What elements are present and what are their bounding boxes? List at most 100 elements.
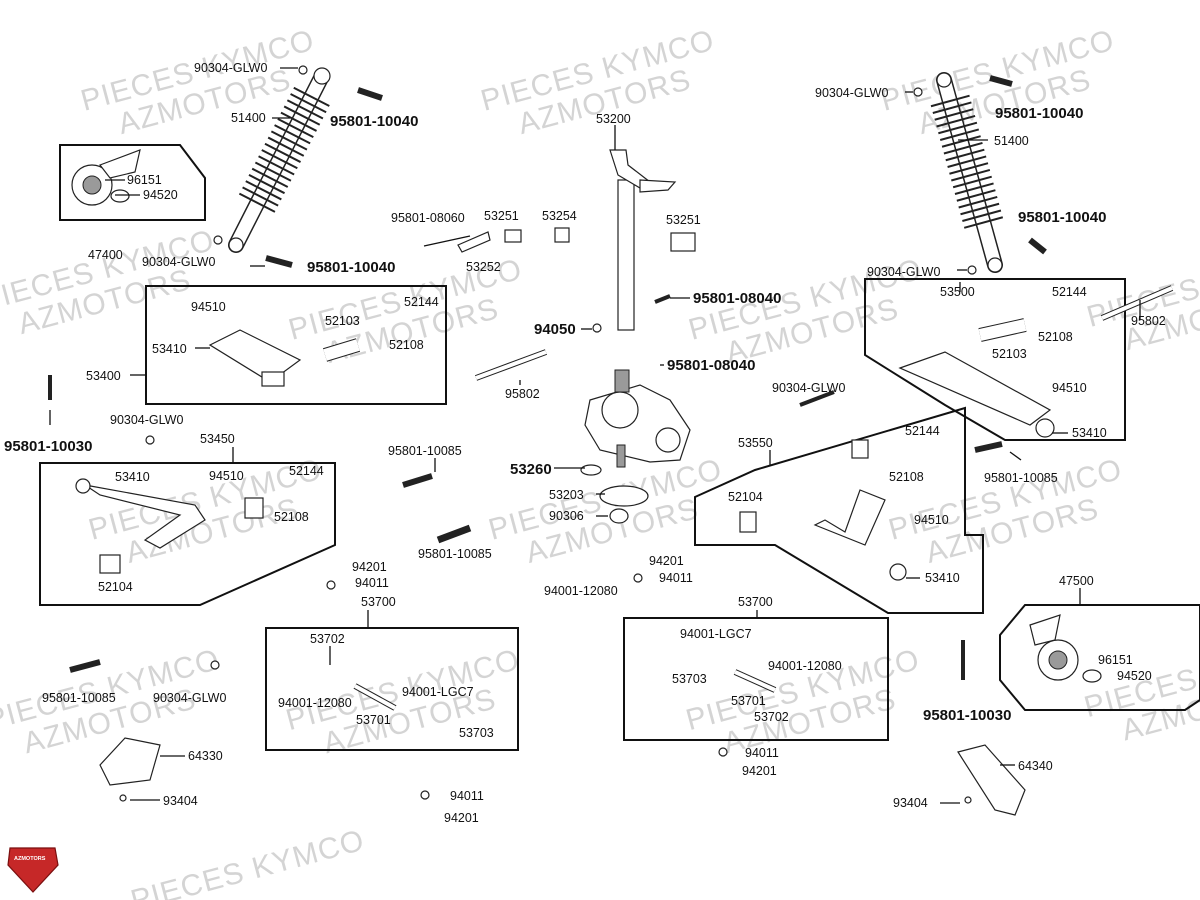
callout-label: 95801-10040 <box>995 105 1083 122</box>
callout-label: 53701 <box>356 713 391 727</box>
callout-label: 52103 <box>325 314 360 328</box>
callout-label: 94510 <box>914 513 949 527</box>
lower-arm-53550 <box>739 439 907 581</box>
tierod-53700-left-group-box <box>265 627 519 751</box>
callout-label: 51400 <box>231 111 266 125</box>
callout-label: 94001-12080 <box>278 696 352 710</box>
logo-text: AZMOTORS <box>14 856 46 862</box>
callout-label: 53410 <box>115 470 150 484</box>
callout-label: 95801-10030 <box>923 707 1011 724</box>
callout-label: 52108 <box>889 470 924 484</box>
tierod-53700-right-group-box <box>623 617 889 741</box>
leader-lines <box>49 67 1141 804</box>
watermark-text: PIECES KYMCO <box>127 824 368 900</box>
callout-label: 53702 <box>310 632 345 646</box>
guard-64330 <box>99 737 161 786</box>
callout-label: 52108 <box>389 338 424 352</box>
seal-53203 <box>599 485 649 507</box>
azmotors-logo: AZMOTORS <box>7 847 59 893</box>
callout-label: 94510 <box>191 300 226 314</box>
guard-64340 <box>957 744 1026 816</box>
callout-label: 52144 <box>404 295 439 309</box>
callout-label: 95801-08060 <box>391 211 465 225</box>
callout-label: 53701 <box>731 694 766 708</box>
callout-label: 53410 <box>925 571 960 585</box>
callout-label: 52104 <box>728 490 763 504</box>
callout-label: 95801-10085 <box>42 691 116 705</box>
lower-arm-53450 <box>75 478 264 574</box>
callout-label: 53410 <box>152 342 187 356</box>
callout-label: 96151 <box>1098 653 1133 667</box>
callout-label: 95801-10030 <box>4 438 92 455</box>
callout-label: 93404 <box>893 796 928 810</box>
arm-53500-group-box <box>864 278 1126 441</box>
callout-label: 90304-GLW0 <box>772 381 845 395</box>
callout-label: 53700 <box>361 595 396 609</box>
callout-label: 53260 <box>510 461 552 478</box>
callout-label: 94001-12080 <box>544 584 618 598</box>
nut-90306 <box>609 508 629 524</box>
callout-label: 64330 <box>188 749 223 763</box>
callout-label: 90304-GLW0 <box>867 265 940 279</box>
callout-label: 94201 <box>352 560 387 574</box>
callout-label: 52144 <box>905 424 940 438</box>
callout-label: 53251 <box>666 213 701 227</box>
callout-label: 53251 <box>484 209 519 223</box>
callout-label: 53703 <box>459 726 494 740</box>
upper-arm-53500 <box>898 318 1055 438</box>
steering-column <box>609 149 677 331</box>
callout-label: 52108 <box>274 510 309 524</box>
arm-53450-group-box <box>39 462 336 606</box>
callout-label: 94001-LGC7 <box>402 685 474 699</box>
callout-label: 90306 <box>549 509 584 523</box>
callout-label: 95801-10040 <box>307 259 395 276</box>
callout-label: 95801-10085 <box>984 471 1058 485</box>
callout-label: 64340 <box>1018 759 1053 773</box>
callout-label: 94011 <box>659 571 693 585</box>
upper-arm-53400 <box>208 329 361 387</box>
callout-label: 94011 <box>745 746 779 760</box>
knuckle-47400 <box>71 149 141 206</box>
callout-label: 94011 <box>450 789 484 803</box>
callout-label: 53400 <box>86 369 121 383</box>
callout-label: 90304-GLW0 <box>153 691 226 705</box>
shock-absorber-left <box>228 67 331 253</box>
callout-label: 94201 <box>444 811 479 825</box>
callout-label: 94510 <box>209 469 244 483</box>
callout-label: 95801-10085 <box>388 444 462 458</box>
callout-label: 53450 <box>200 432 235 446</box>
callout-label: 52144 <box>289 464 324 478</box>
callout-label: 94201 <box>742 764 777 778</box>
callout-label: 53700 <box>738 595 773 609</box>
callout-label: 95801-10040 <box>330 113 418 130</box>
hardware-parts <box>48 65 1047 804</box>
callout-label: 90304-GLW0 <box>815 86 888 100</box>
callout-label: 53702 <box>754 710 789 724</box>
knuckle-47500-group-box <box>999 604 1200 711</box>
callout-label: 94510 <box>1052 381 1087 395</box>
callout-label: 47400 <box>88 248 123 262</box>
callout-label: 95801-10040 <box>1018 209 1106 226</box>
callout-label: 53410 <box>1072 426 1107 440</box>
callout-label: 95801-08040 <box>667 357 755 374</box>
callout-label: 94520 <box>1117 669 1152 683</box>
callout-label: 52108 <box>1038 330 1073 344</box>
callout-label: 53254 <box>542 209 577 223</box>
callout-label: 93404 <box>163 794 198 808</box>
callout-label: 53200 <box>596 112 631 126</box>
callout-label: 95802 <box>1131 314 1166 328</box>
callout-label: 47500 <box>1059 574 1094 588</box>
callout-label: 94011 <box>355 576 389 590</box>
callout-label: 52104 <box>98 580 133 594</box>
callout-label: 53550 <box>738 436 773 450</box>
knuckle-47400-group-box <box>59 144 206 221</box>
callout-label: 95801-08040 <box>693 290 781 307</box>
callout-label: 90304-GLW0 <box>110 413 183 427</box>
callout-label: 52103 <box>992 347 1027 361</box>
steering-gearbox <box>580 369 691 476</box>
callout-label: 94001-12080 <box>768 659 842 673</box>
callout-label: 94201 <box>649 554 684 568</box>
callout-label: 96151 <box>127 173 162 187</box>
callouts: 90304-GLW0 95801-10040 51400 96151 94520… <box>4 61 1166 825</box>
